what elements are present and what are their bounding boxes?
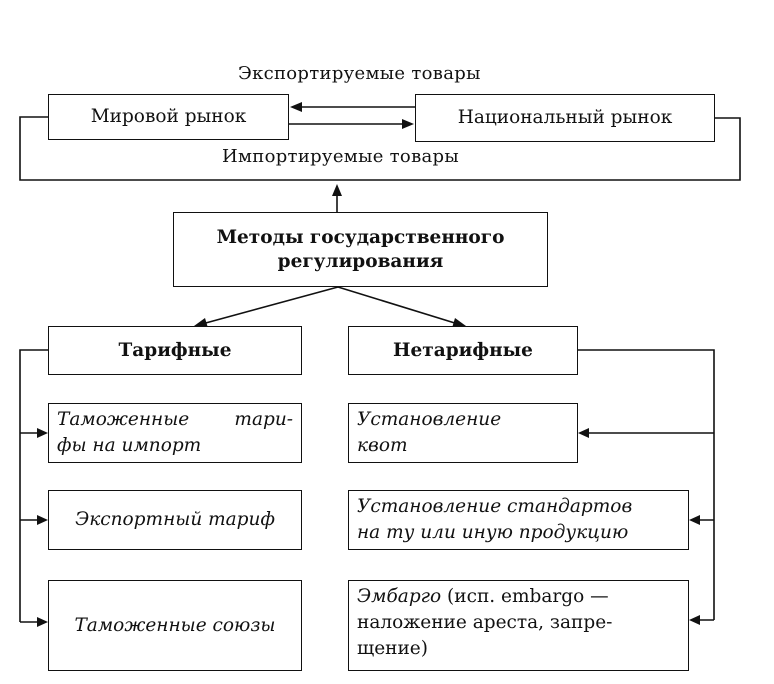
nontariff-item-3-line-1: Эмбарго (исп. embargo — (357, 584, 680, 610)
tariff-item-2-line-1: Экспортный тариф (75, 509, 275, 530)
nontariff-item-2: Установление стандартов на ту или иную п… (348, 490, 689, 550)
tariff-item-2: Экспортный тариф (48, 490, 302, 550)
arrow-methods-to-tariff-line (201, 286, 339, 325)
nontariff-branch-1-head (578, 428, 589, 438)
arrow-methods-to-nontariff-head (452, 318, 466, 328)
tariff-item-1-line-1: Таможенные тари- (57, 409, 293, 430)
tariff-branch-2-head (37, 515, 48, 525)
methods-title-line-1: Методы государственного (216, 226, 505, 248)
arrow-national-to-world-head (290, 102, 302, 112)
nontariff-heading: Нетарифные (393, 339, 533, 361)
imported-goods-label: Импортируемые товары (222, 146, 459, 167)
tariff-branch-3-head (37, 617, 48, 627)
national-market-label: Национальный рынок (457, 107, 673, 128)
tariff-heading: Тарифные (118, 339, 232, 361)
nontariff-item-3: Эмбарго (исп. embargo — наложение ареста… (348, 580, 689, 671)
tariff-item-1-line-2: фы на импорт (57, 435, 202, 456)
arrow-world-to-national-head (402, 119, 414, 129)
tariff-bus (19, 349, 48, 622)
tariff-branch-1-head (37, 428, 48, 438)
market-loop-left (19, 116, 741, 181)
world-market-label: Мировой рынок (90, 106, 247, 127)
methods-title: Методы государственного регулирования (217, 226, 505, 274)
arrow-methods-to-nontariff-line (337, 286, 459, 325)
exported-goods-label: Экспортируемые товары (238, 63, 481, 84)
nontariff-bus (578, 349, 715, 620)
nontariff-item-1: Установление квот (348, 403, 578, 463)
nontariff-item-2-line-1: Установление стандартов (357, 496, 633, 517)
arrow-methods-to-tariff-head (194, 318, 208, 328)
world-market-box: Мировой рынок (48, 94, 289, 140)
embargo-term: Эмбарго (357, 586, 442, 607)
national-market-box: Национальный рынок (415, 94, 715, 142)
tariff-item-1: Таможенные тари- фы на импорт (48, 403, 302, 463)
nontariff-item-2-line-2: на ту или иную продукцию (357, 522, 629, 543)
nontariff-item-1-line-2: квот (357, 435, 408, 456)
tariff-item-3-line-1: Таможенные союзы (74, 614, 276, 636)
arrow-methods-to-markets-head (332, 184, 342, 196)
methods-title-line-2: регулирования (277, 250, 444, 272)
nontariff-branch-2-head (689, 515, 700, 525)
tariff-item-3: Таможенные союзы (48, 580, 302, 671)
nontariff-heading-box: Нетарифные (348, 326, 578, 375)
nontariff-item-1-line-1: Установление (357, 409, 502, 430)
nontariff-item-3-line-2: наложение ареста, запре- (357, 612, 613, 633)
nontariff-item-3-line-3: щение) (357, 638, 428, 659)
embargo-note: (исп. embargo — (441, 586, 609, 607)
tariff-heading-box: Тарифные (48, 326, 302, 375)
nontariff-branch-3-head (689, 615, 700, 625)
methods-box: Методы государственного регулирования (173, 212, 548, 287)
